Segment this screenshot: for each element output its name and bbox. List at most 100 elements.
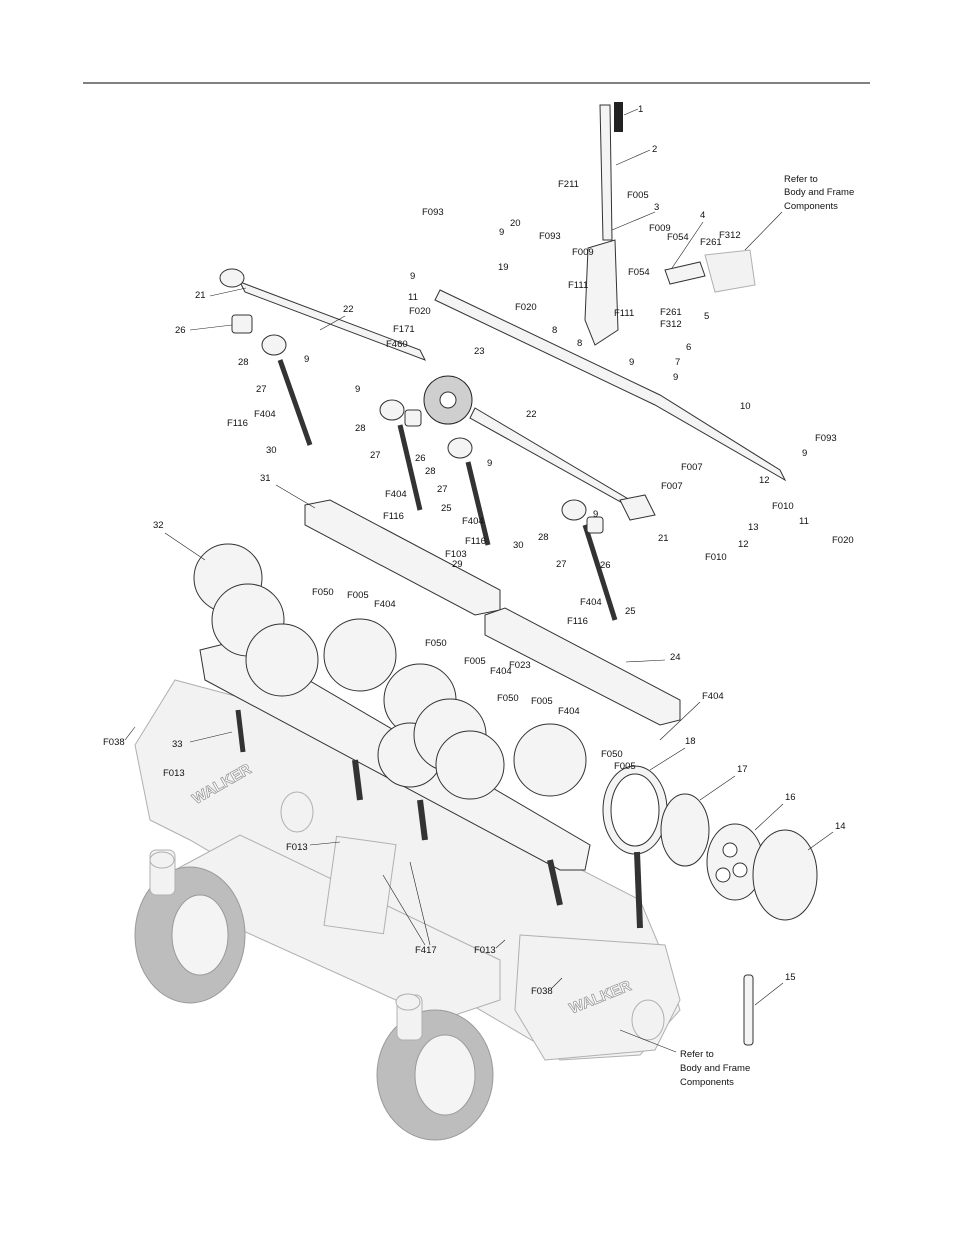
label-28-c: 28 [425, 466, 436, 477]
label-F093-right: F093 [815, 433, 837, 444]
label-F116-c: F116 [465, 536, 486, 547]
label-1: 1 [638, 104, 643, 115]
label-F404-a: F404 [254, 409, 276, 420]
tine-disc-assembly [193, 543, 591, 906]
label-F050-c: F050 [497, 693, 519, 704]
label-F054-mid: F054 [628, 267, 650, 278]
label-F116-a: F116 [227, 418, 248, 429]
label-F404-e: F404 [374, 599, 396, 610]
label-F261-top: F261 [700, 237, 722, 248]
label-25-b: 25 [625, 606, 636, 617]
label-27-c: 27 [437, 484, 448, 495]
label-9-c: 9 [304, 354, 309, 365]
label-9-e: 9 [673, 372, 678, 383]
bearing-left [231, 314, 313, 446]
label-F312-mid: F312 [660, 319, 682, 330]
label-F050-d: F050 [601, 749, 623, 760]
label-F013-right: F013 [474, 945, 496, 956]
ring-17 [660, 793, 710, 867]
label-6: 6 [686, 342, 691, 353]
refer-note-bottom-line2: Body and Frame [680, 1063, 750, 1074]
label-F005-c: F005 [464, 656, 486, 667]
label-F007-a: F007 [681, 462, 703, 473]
label-F093-left: F093 [422, 207, 444, 218]
mower-deck-ghost: WALKER WALKER [134, 679, 681, 1061]
label-9-a: 9 [499, 227, 504, 238]
label-F007-b: F007 [661, 481, 683, 492]
label-9-i: 9 [593, 509, 598, 520]
label-8-a: 8 [552, 325, 557, 336]
refer-note-top-line3: Components [784, 201, 838, 212]
label-F038-left: F038 [103, 737, 125, 748]
label-26-c: 26 [600, 560, 611, 571]
label-30-b: 30 [513, 540, 524, 551]
label-F013-mid: F013 [286, 842, 308, 853]
label-F009-top: F009 [649, 223, 671, 234]
label-22-front: 22 [526, 409, 537, 420]
label-30-a: 30 [266, 445, 277, 456]
label-28-b: 28 [355, 423, 366, 434]
label-F211: F211 [558, 179, 579, 190]
label-F261-mid: F261 [660, 307, 682, 318]
label-27-d: 27 [556, 559, 567, 570]
label-23: 23 [474, 346, 485, 357]
hoop-guard-18 [602, 765, 668, 929]
label-F038-right: F038 [531, 986, 553, 997]
label-2: 2 [652, 144, 657, 155]
label-F005-top: F005 [627, 190, 649, 201]
label-F010-b: F010 [705, 552, 727, 563]
label-F116-d: F116 [567, 616, 588, 627]
label-F404-h: F404 [702, 691, 724, 702]
label-9-d: 9 [629, 357, 634, 368]
label-F020-left: F020 [409, 306, 431, 317]
label-F417: F417 [415, 945, 437, 956]
scraper-plate-16 [706, 823, 764, 901]
label-F013-left: F013 [163, 768, 185, 779]
label-20: 20 [510, 218, 521, 229]
label-8-b: 8 [577, 338, 582, 349]
upper-bracket-body [664, 249, 756, 293]
label-F404-d: F404 [580, 597, 602, 608]
refer-note-bottom-line3: Components [680, 1077, 734, 1088]
label-17: 17 [737, 764, 748, 775]
label-F054-top: F054 [667, 232, 689, 243]
lift-lever [584, 102, 623, 346]
label-F171: F171 [393, 324, 415, 335]
label-32: 32 [153, 520, 164, 531]
label-F005-b: F005 [347, 590, 369, 601]
refer-note-top-line1: Refer to [784, 174, 818, 185]
label-F050-a: F050 [312, 587, 334, 598]
label-19: 19 [498, 262, 509, 273]
label-F111-top: F111 [568, 280, 588, 291]
label-7: 7 [675, 357, 680, 368]
label-F023: F023 [509, 660, 531, 671]
lever-grip [614, 102, 623, 132]
label-31: 31 [260, 473, 271, 484]
label-F111-mid: F111 [614, 308, 634, 319]
label-26-left: 26 [175, 325, 186, 336]
pin-15 [743, 974, 754, 1046]
label-9-f: 9 [355, 384, 360, 395]
label-12-b: 12 [738, 539, 749, 550]
label-25-a: 25 [441, 503, 452, 514]
label-11-left: 11 [408, 292, 418, 303]
label-F093-mid: F093 [539, 231, 561, 242]
label-28-a: 28 [238, 357, 249, 368]
front-tire-left [134, 849, 246, 1004]
label-F312-top: F312 [719, 230, 741, 241]
rear-shaft [219, 268, 787, 482]
label-9-h: 9 [487, 458, 492, 469]
refer-note-top-line2: Body and Frame [784, 187, 854, 198]
guide-plate-right [484, 607, 681, 726]
label-F404-f: F404 [490, 666, 512, 677]
bearing-mid [447, 437, 491, 546]
label-11-right: 11 [799, 516, 809, 527]
label-F116-b: F116 [383, 511, 404, 522]
label-16: 16 [785, 792, 796, 803]
label-F460: F460 [386, 339, 408, 350]
label-F404-b: F404 [385, 489, 407, 500]
callout-labels: 1 2 F211 F005 3 4 F009 F054 F261 F312 Re… [103, 104, 854, 1088]
label-15: 15 [785, 972, 796, 983]
label-22-rear: 22 [343, 304, 354, 315]
